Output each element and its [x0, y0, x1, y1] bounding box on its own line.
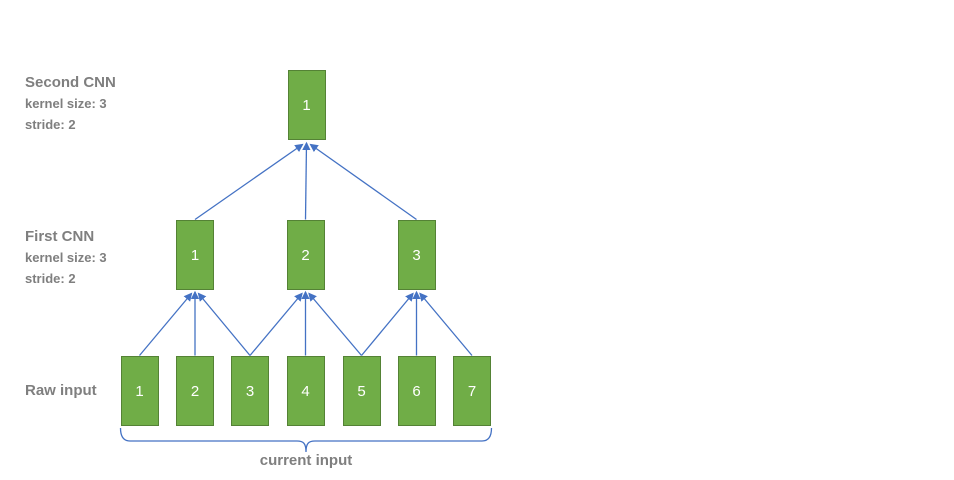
- raw-input-box-1: 1: [120, 356, 159, 426]
- raw-input-title: Raw input: [25, 382, 97, 399]
- edge-raw3-first1: [197, 292, 251, 356]
- second-cnn-title: Second CNN: [25, 74, 116, 91]
- first-cnn-box-2: 2: [286, 220, 325, 290]
- second-cnn-box-1: 1: [287, 70, 326, 140]
- raw-input-box-2: 2: [176, 356, 214, 426]
- edge-raw5-first3: [360, 292, 414, 356]
- first-cnn-kernel-size: kernel size: 3: [25, 250, 107, 265]
- edge-raw1-first1: [139, 292, 193, 356]
- raw-input-box-4: 4: [286, 356, 325, 426]
- edge-first3-second1: [309, 143, 417, 221]
- current-input-caption: current input: [259, 452, 353, 469]
- edge-raw3-first2: [249, 292, 303, 356]
- raw-input-label: Raw input: [25, 380, 97, 401]
- first-cnn-label: First CNN kernel size: 3 stride: 2: [25, 226, 107, 289]
- second-cnn-stride: stride: 2: [25, 117, 76, 132]
- second-cnn-label: Second CNN kernel size: 3 stride: 2: [25, 72, 116, 135]
- raw-input-box-6: 6: [397, 356, 436, 426]
- raw-input-box-7: 7: [453, 356, 491, 426]
- edge-raw7-first3: [419, 292, 473, 356]
- current-input-brace: [119, 427, 493, 453]
- raw-input-box-3: 3: [231, 356, 269, 426]
- edge-raw5-first2: [308, 292, 362, 356]
- edge-first2-second1: [302, 141, 311, 220]
- edge-first1-second1: [194, 143, 304, 221]
- first-cnn-title: First CNN: [25, 228, 95, 245]
- first-cnn-box-3: 3: [397, 220, 436, 290]
- first-cnn-box-1: 1: [176, 220, 214, 290]
- second-cnn-kernel-size: kernel size: 3: [25, 96, 107, 111]
- first-cnn-stride: stride: 2: [25, 271, 76, 286]
- raw-input-box-5: 5: [342, 356, 381, 426]
